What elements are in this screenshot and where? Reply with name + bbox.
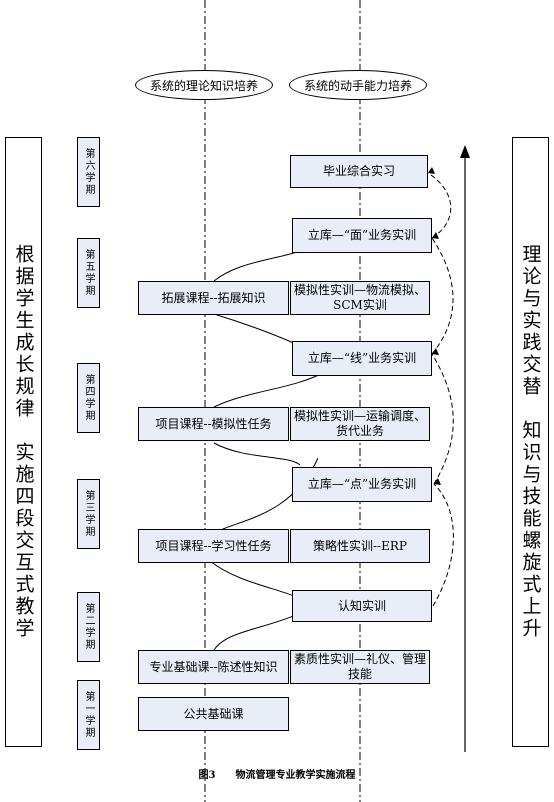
curve-simulation-to-point: [213, 442, 301, 466]
semester-4: 第四学期: [77, 363, 100, 433]
project-simulation-course: 项目课程--模拟性任务: [138, 407, 289, 441]
simulation-logistics-training: 模拟性实训—物流模拟、SCM实训: [290, 281, 430, 315]
progress-arrow-head: [460, 145, 470, 158]
theory-header: 系统的理论知识培养: [135, 70, 273, 100]
arc-line-to-face: [431, 237, 454, 355]
warehouse-face-training: 立库—“面”业务实训: [292, 218, 432, 253]
professional-basic-course: 专业基础课--陈述性知识: [138, 650, 289, 684]
public-basic-course: 公共基础课: [138, 697, 289, 731]
right-banner: 理论与实践交替 知识与技能螺旋式上升: [512, 137, 549, 747]
semester-1: 第一学期: [77, 680, 100, 750]
curve-simulation-to-line: [213, 371, 326, 408]
simulation-transport-training: 模拟性实训—运输调度、货代业务: [290, 407, 430, 441]
warehouse-point-training: 立库—“点”业务实训: [292, 467, 432, 502]
practice-header: 系统的动手能力培养: [289, 70, 427, 100]
cognition-training: 认知实训: [292, 590, 432, 622]
quality-training: 素质性实训—礼仪、管理技能: [290, 650, 430, 684]
curve-learning-to-cognition: [209, 560, 301, 601]
figure-caption: 图3 物流管理专业教学实施流程: [198, 770, 356, 781]
warehouse-line-training: 立库—“线”业务实训: [292, 341, 432, 376]
strategy-erp-training: 策略性实训--ERP: [290, 529, 430, 563]
project-learning-course: 项目课程--学习性任务: [138, 529, 289, 563]
arc-cognition-to-point: [432, 483, 454, 607]
semester-6: 第六学期: [77, 137, 100, 207]
semester-2: 第二学期: [77, 592, 100, 662]
left-banner: 根据学生成长规律 实施四段交互式教学: [5, 137, 42, 747]
spiral-arcs: [427, 172, 454, 607]
arc-face-to-graduation: [427, 172, 452, 239]
semester-5: 第五学期: [77, 238, 100, 308]
expansion-course: 拓展课程--拓展知识: [138, 281, 289, 315]
arc-point-to-line: [431, 353, 454, 485]
graduation-internship: 毕业综合实习: [290, 155, 428, 188]
semester-3: 第三学期: [77, 479, 100, 549]
arc-arrowheads: [428, 167, 441, 485]
